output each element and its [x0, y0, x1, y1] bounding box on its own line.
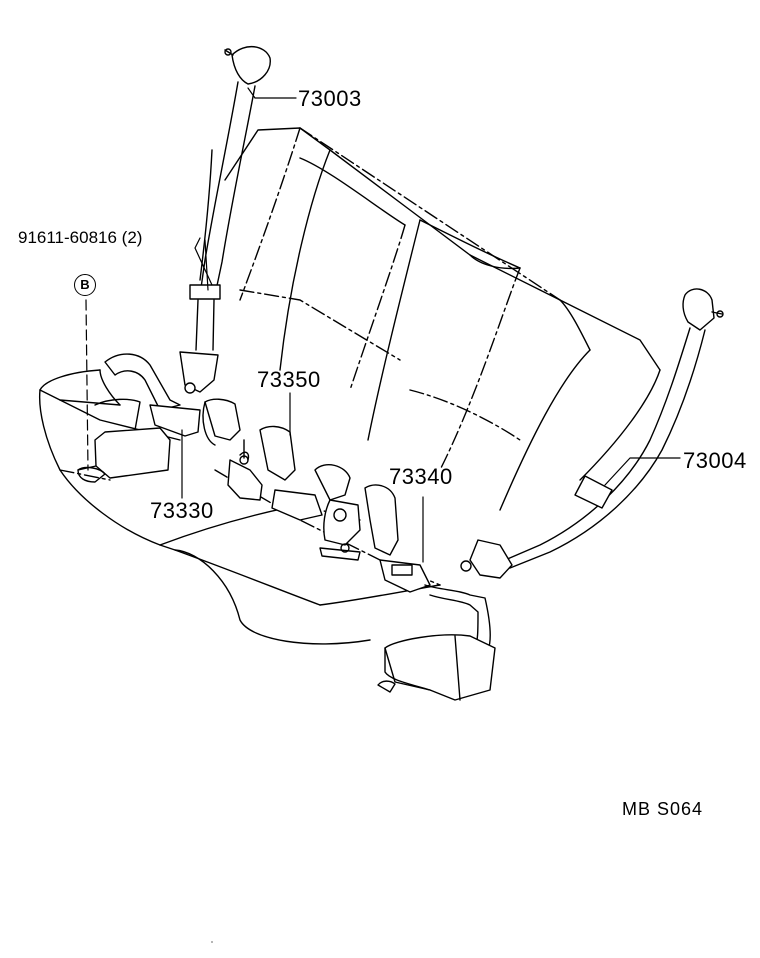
leader-lines	[86, 88, 680, 562]
dot-mark	[211, 941, 213, 943]
diagram-code: MB S064	[622, 799, 704, 819]
part-label-73340: 73340	[389, 464, 453, 489]
part-label-73350: 73350	[257, 367, 321, 392]
buckle-left	[78, 354, 240, 482]
buckle-right	[365, 485, 495, 700]
retractor-belt-left	[180, 47, 270, 393]
part-label-73004: 73004	[683, 448, 747, 473]
retractor-belt-right	[461, 289, 723, 578]
buckle-center	[228, 426, 360, 560]
part-label-73003: 73003	[298, 86, 362, 111]
part-label-73330: 73330	[150, 498, 214, 523]
bolt-callout-label: 91611-60816 (2)	[18, 228, 143, 247]
bolt-b-icon: B	[74, 274, 96, 296]
seat-back	[225, 128, 660, 510]
